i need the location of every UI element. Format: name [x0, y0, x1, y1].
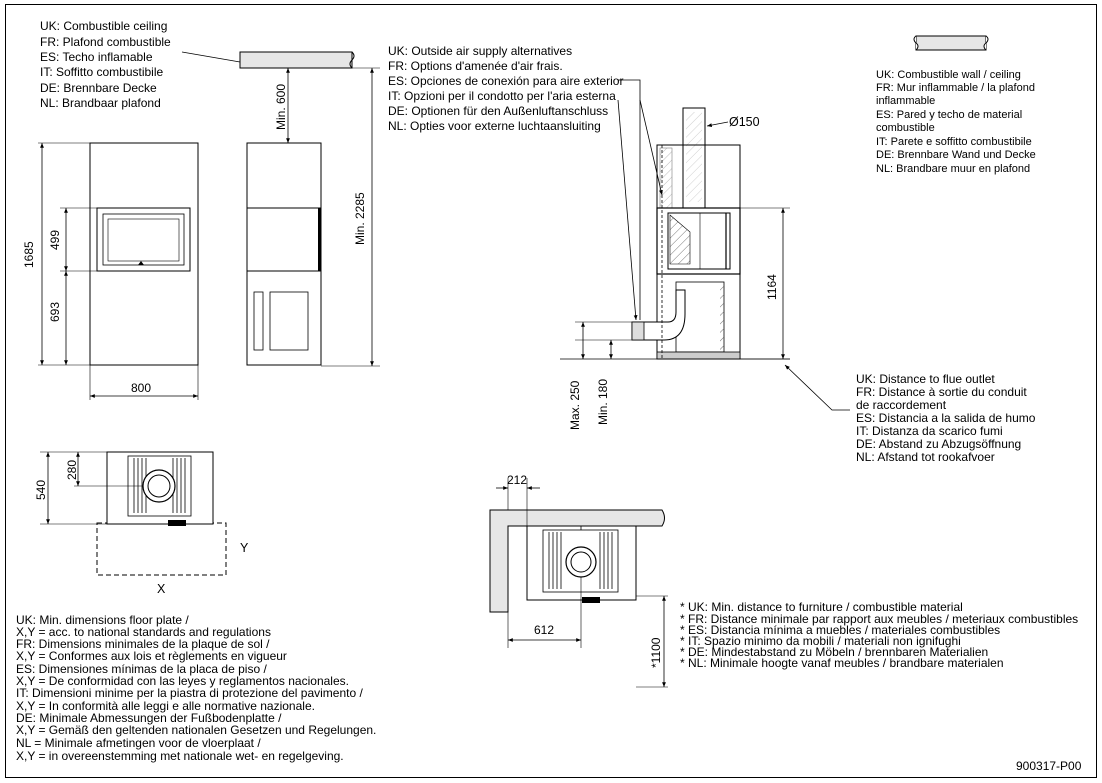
floor-note-10: NL = Minimale afmetingen voor de vloerpl…: [16, 736, 261, 750]
floor-note-1: X,Y = acc. to national standards and reg…: [16, 625, 271, 639]
wall-note-fr-2: inflammable: [876, 95, 935, 107]
flue-note-fr: FR: Distance à sortie du conduit: [856, 385, 1027, 399]
dim-212: 212: [507, 473, 527, 487]
dim-693: 693: [48, 302, 62, 322]
sheet-border: [5, 4, 1097, 778]
stove-section-view: Ø150: [631, 107, 760, 360]
floor-note-11: X,Y = in overeenstemming met nationale w…: [16, 749, 344, 763]
floor-plate-note: UK: Min. dimensions floor plate / X,Y = …: [16, 613, 376, 763]
furniture-note-uk: * UK: Min. distance to furniture / combu…: [680, 600, 963, 614]
stove-front-view: [89, 142, 199, 366]
stove-top-view-left: [96, 451, 227, 576]
flue-note: UK: Distance to flue outlet FR: Distance…: [856, 372, 1036, 464]
furniture-note-nl: * NL: Minimale hoogte vanaf meubles / br…: [680, 656, 1004, 670]
wall-note-es-2: combustible: [876, 122, 935, 134]
ceiling-slab: [239, 51, 353, 69]
air-note-uk: UK: Outside air supply alternatives: [388, 44, 572, 58]
dim-min-600: Min. 600: [274, 84, 288, 130]
furniture-note-de: * DE: Mindestabstand zu Möbeln / brennba…: [680, 645, 988, 659]
wall-note-uk: UK: Combustible wall / ceiling: [876, 69, 1021, 81]
label-y: Y: [240, 541, 249, 555]
dim-1100: *1100: [649, 637, 663, 668]
floor-note-3: X,Y = Conformes aux lois et règlements e…: [16, 649, 287, 663]
dim-612: 612: [534, 623, 554, 637]
floor-note-8: DE: Minimale Abmessungen der Fußbodenpla…: [16, 711, 282, 725]
air-supply-note: UK: Outside air supply alternatives FR: …: [388, 44, 623, 133]
furniture-note-fr: * FR: Distance minimale par rapport aux …: [680, 612, 1078, 626]
ceiling-note-es: ES: Techo inflamable: [40, 50, 153, 64]
stove-second-view: [246, 142, 322, 366]
dim-max-250: Max. 250: [568, 380, 582, 430]
furniture-note: * UK: Min. distance to furniture / combu…: [680, 600, 1078, 670]
floor-note-6: IT: Dimensioni minime per la piastra di …: [16, 686, 363, 700]
air-note-fr: FR: Options d'amenée d'air frais.: [388, 59, 563, 73]
ceiling-leader: [181, 51, 241, 63]
floor-note-7: X,Y = In conformità alle leggi e alle no…: [16, 699, 315, 713]
dim-1685: 1685: [22, 241, 36, 268]
dim-280: 280: [65, 460, 79, 480]
wall-note: UK: Combustible wall / ceiling FR: Mur i…: [876, 69, 1036, 175]
floor-note-0: UK: Min. dimensions floor plate /: [16, 613, 189, 627]
ceiling-note-nl: NL: Brandbaar plafond: [40, 96, 161, 110]
stove-top-view-corner: [489, 509, 665, 613]
furniture-note-it: * IT: Spazio minimo da mobili / material…: [680, 634, 961, 648]
floor-note-4: ES: Dimensiones mínimas de la placa de p…: [16, 662, 267, 676]
ceiling-note-de: DE: Brennbare Decke: [40, 81, 157, 95]
dim-min-180: Min. 180: [596, 379, 610, 425]
dim-800: 800: [131, 381, 151, 395]
wall-slab-symbol: [913, 35, 989, 51]
flue-note-nl: NL: Afstand tot rookafvoer: [856, 450, 995, 464]
air-leader-1: [618, 79, 641, 320]
ceiling-note-uk: UK: Combustible ceiling: [40, 19, 167, 33]
dim-diam-150: Ø150: [729, 115, 760, 129]
dim-min-2285: Min. 2285: [353, 192, 367, 245]
flue-note-it: IT: Distanza da scarico fumi: [856, 424, 1003, 438]
floor-note-5: X,Y = De conformidad con las leyes y reg…: [16, 674, 349, 688]
ceiling-note-fr: FR: Plafond combustible: [40, 35, 171, 49]
furniture-note-es: * ES: Distancia mínima a muebles / mater…: [680, 623, 1000, 637]
ceiling-note: UK: Combustible ceiling FR: Plafond comb…: [40, 19, 171, 110]
flue-note-fr-2: de raccordement: [856, 398, 947, 412]
wall-note-es: ES: Pared y techo de material: [876, 109, 1022, 121]
label-x: X: [157, 582, 166, 596]
document-number: 900317-P00: [1016, 759, 1082, 773]
air-note-es: ES: Opciones de conexión para aire exter…: [388, 74, 623, 88]
wall-note-de: DE: Brennbare Wand und Decke: [876, 149, 1036, 161]
flue-note-uk: UK: Distance to flue outlet: [856, 372, 995, 386]
air-note-it: IT: Opzioni per il condotto per l'aria e…: [388, 89, 616, 103]
dim-540: 540: [34, 480, 48, 500]
air-note-de: DE: Optionen für den Außenluftanschluss: [388, 104, 608, 118]
wall-note-fr: FR: Mur inflammable / la plafond: [876, 82, 1035, 94]
dim-499: 499: [48, 230, 62, 250]
flue-note-de: DE: Abstand zu Abzugsöffnung: [856, 437, 1021, 451]
dim-1164: 1164: [765, 274, 779, 300]
flue-leader: [784, 364, 850, 411]
flue-note-es: ES: Distancia a la salida de humo: [856, 411, 1036, 425]
wall-note-it: IT: Parete e soffitto combustibile: [876, 136, 1032, 148]
ceiling-note-it: IT: Soffitto combustibile: [40, 65, 163, 79]
floor-note-9: X,Y = Gemäß den geltenden nationalen Ges…: [16, 723, 376, 737]
floor-note-2: FR: Dimensions minimales de la plaque de…: [16, 637, 270, 651]
air-note-nl: NL: Opties voor externe luchtaansluiting: [388, 119, 601, 133]
wall-note-nl: NL: Brandbare muur en plafond: [876, 163, 1030, 175]
